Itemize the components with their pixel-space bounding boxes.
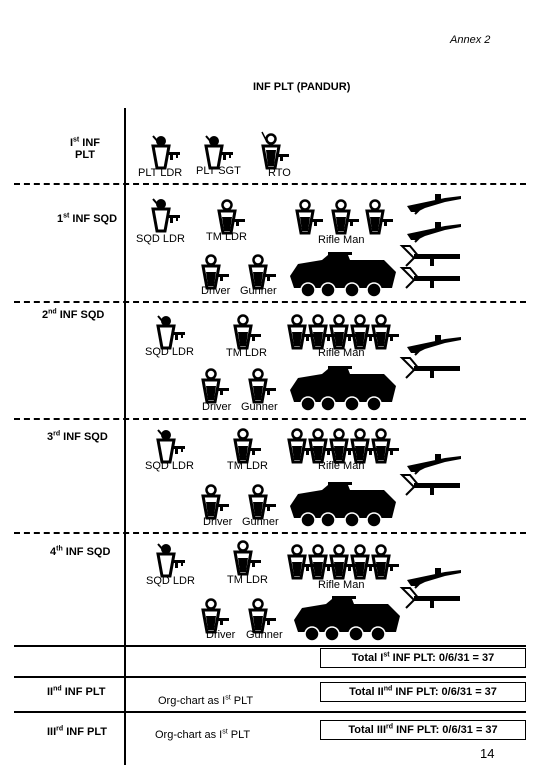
role-driver: Driver bbox=[202, 401, 232, 413]
machine-gun-icon bbox=[406, 221, 462, 243]
soldier-gunner-icon bbox=[248, 254, 278, 290]
vertical-divider bbox=[124, 108, 126, 765]
plt-2-label: IInd INF PLT bbox=[47, 685, 106, 698]
page-number: 14 bbox=[480, 746, 495, 761]
rifleman-icon bbox=[371, 428, 401, 464]
soldier-tm-ldr-icon bbox=[233, 540, 263, 576]
page-title: INF PLT (PANDUR) bbox=[253, 81, 351, 93]
role-tm-ldr: TM LDR bbox=[206, 231, 247, 243]
role-tm-ldr: TM LDR bbox=[227, 574, 268, 586]
role-rifle-man: Rifle Man bbox=[318, 460, 365, 472]
soldier-sqd-ldr-icon bbox=[156, 428, 187, 464]
rifleman-icon bbox=[371, 544, 401, 580]
rocket-launcher-icon bbox=[401, 267, 461, 289]
rocket-launcher-icon bbox=[401, 357, 461, 379]
rocket-launcher-icon bbox=[401, 245, 461, 267]
pandur-apc-icon bbox=[293, 595, 401, 642]
machine-gun-icon bbox=[406, 193, 462, 215]
soldier-driver-icon bbox=[201, 484, 231, 520]
soldier-rto-icon bbox=[260, 130, 291, 170]
role-rto: RTO bbox=[268, 167, 291, 179]
role-plt-sgt: PLT SGT bbox=[196, 165, 241, 177]
soldier-tm-ldr-icon bbox=[217, 199, 247, 235]
role-sqd-ldr: SQD LDR bbox=[136, 233, 185, 245]
soldier-driver-icon bbox=[201, 254, 231, 290]
role-gunner: Gunner bbox=[246, 629, 283, 641]
role-sqd-ldr: SQD LDR bbox=[146, 575, 195, 587]
squad-1-label: 1st INF SQD bbox=[57, 212, 118, 225]
machine-gun-icon bbox=[406, 334, 462, 356]
machine-gun-icon bbox=[406, 567, 462, 589]
soldier-tm-ldr-icon bbox=[233, 314, 263, 350]
divider-solid bbox=[14, 711, 526, 713]
divider-dashed bbox=[14, 301, 526, 303]
plt-3-label: IIIrd INF PLT bbox=[47, 725, 107, 738]
soldier-driver-icon bbox=[201, 368, 231, 404]
role-driver: Driver bbox=[206, 629, 236, 641]
role-gunner: Gunner bbox=[242, 516, 279, 528]
machine-gun-icon bbox=[406, 453, 462, 475]
plt-2-note: Org-chart as Ist PLT bbox=[158, 694, 254, 707]
rifleman-icon bbox=[295, 199, 325, 235]
total-1st-plt: Total Ist INF PLT: 0/6/31 = 37 bbox=[320, 648, 526, 668]
divider-dashed bbox=[14, 532, 526, 534]
pandur-apc-icon bbox=[289, 481, 397, 528]
rocket-launcher-icon bbox=[401, 587, 461, 609]
role-rifle-man: Rifle Man bbox=[318, 347, 365, 359]
divider-dashed bbox=[14, 183, 526, 185]
pandur-apc-icon bbox=[289, 251, 397, 298]
soldier-plt-sgt-icon bbox=[204, 134, 235, 170]
divider-solid bbox=[14, 676, 526, 678]
soldier-sqd-ldr-icon bbox=[156, 314, 187, 350]
rifleman-icon bbox=[331, 199, 361, 235]
plt-hq-label: Ist INF PLT bbox=[69, 136, 101, 161]
divider-dashed bbox=[14, 418, 526, 420]
soldier-sqd-ldr-icon bbox=[151, 197, 182, 233]
role-sqd-ldr: SQD LDR bbox=[145, 460, 194, 472]
annex-label: Annex 2 bbox=[450, 34, 491, 46]
soldier-gunner-icon bbox=[248, 598, 278, 634]
role-rifle-man: Rifle Man bbox=[318, 234, 365, 246]
soldier-plt-ldr-icon bbox=[151, 134, 182, 170]
role-gunner: Gunner bbox=[240, 285, 277, 297]
divider-solid bbox=[14, 645, 526, 647]
pandur-apc-icon bbox=[289, 365, 397, 412]
squad-2-label: 2nd INF SQD bbox=[42, 308, 105, 321]
rifleman-icon bbox=[365, 199, 395, 235]
role-driver: Driver bbox=[201, 285, 231, 297]
role-driver: Driver bbox=[203, 516, 233, 528]
rocket-launcher-icon bbox=[401, 474, 461, 496]
role-tm-ldr: TM LDR bbox=[226, 347, 267, 359]
role-rifle-man: Rifle Man bbox=[318, 579, 365, 591]
plt-3-note: Org-chart as Ist PLT bbox=[155, 728, 251, 741]
squad-4-label: 4th INF SQD bbox=[50, 545, 111, 558]
role-sqd-ldr: SQD LDR bbox=[145, 346, 194, 358]
squad-3-label: 3rd INF SQD bbox=[47, 430, 108, 443]
total-2nd-plt: Total IInd INF PLT: 0/6/31 = 37 bbox=[320, 682, 526, 702]
soldier-gunner-icon bbox=[248, 484, 278, 520]
soldier-driver-icon bbox=[201, 598, 231, 634]
rifleman-icon bbox=[371, 314, 401, 350]
soldier-gunner-icon bbox=[248, 368, 278, 404]
soldier-tm-ldr-icon bbox=[233, 428, 263, 464]
role-gunner: Gunner bbox=[241, 401, 278, 413]
total-3rd-plt: Total IIIrd INF PLT: 0/6/31 = 37 bbox=[320, 720, 526, 740]
soldier-sqd-ldr-icon bbox=[156, 542, 187, 578]
role-plt-ldr: PLT LDR bbox=[138, 167, 183, 179]
role-tm-ldr: TM LDR bbox=[227, 460, 268, 472]
